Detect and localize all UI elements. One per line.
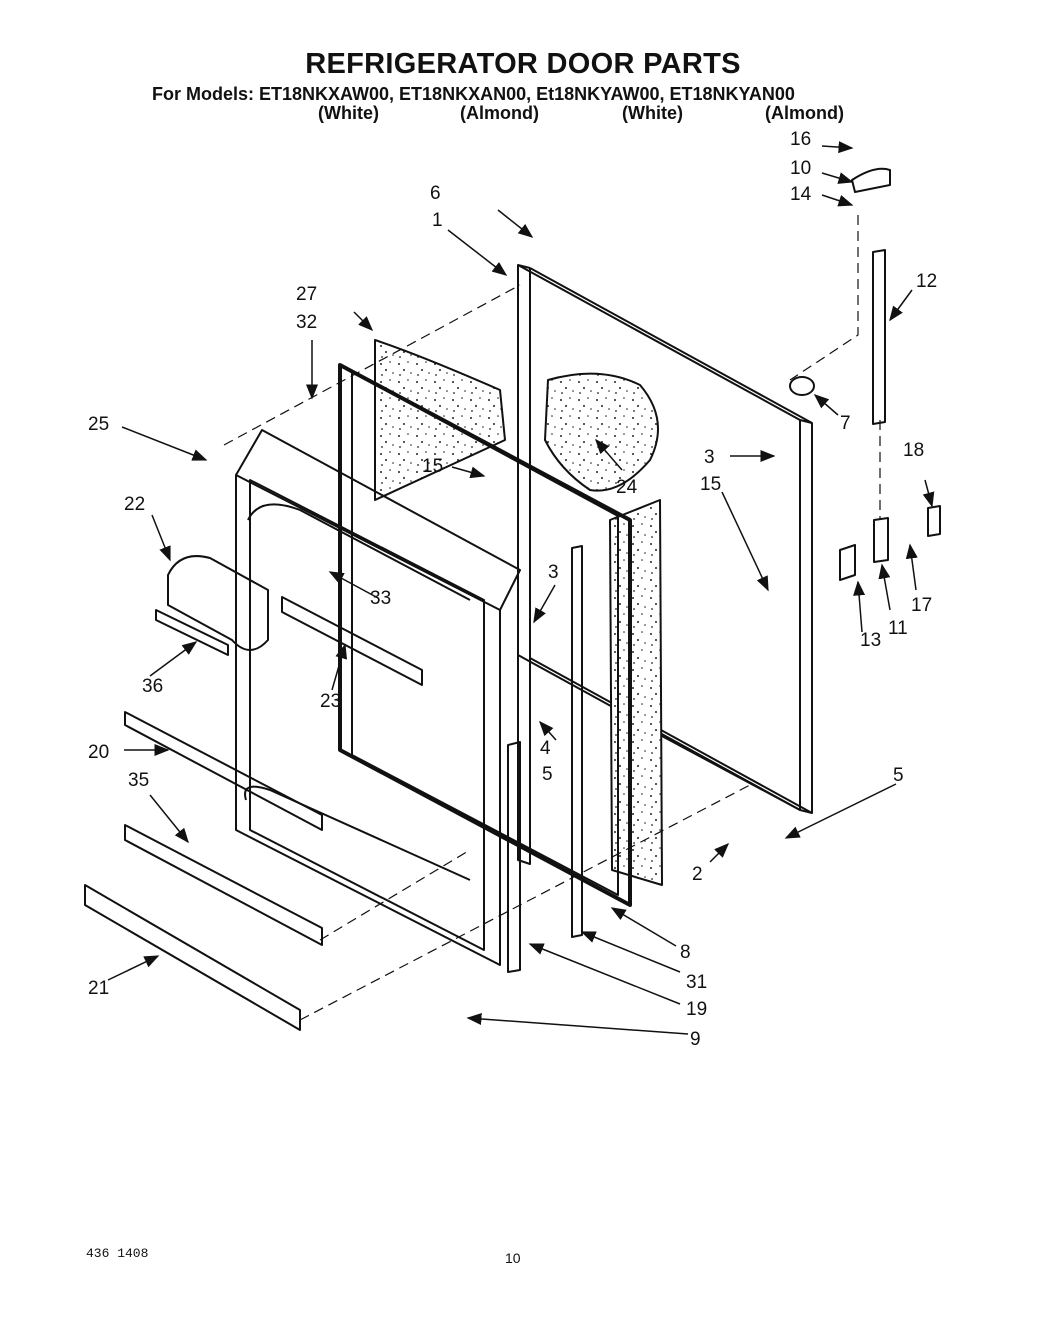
- models-line: For Models: ET18NKXAW00, ET18NKXAN00, Et…: [152, 84, 795, 104]
- callout-14: 14: [790, 184, 812, 205]
- callout-4: 4: [540, 738, 551, 759]
- callout-23: 23: [320, 691, 341, 712]
- document-number: 436 1408: [86, 1246, 149, 1261]
- foam-insulation-side: [609, 499, 663, 886]
- color-tag-almond-2: (Almond): [765, 103, 844, 123]
- callout-21: 21: [88, 978, 109, 999]
- color-tag-white-2: (White): [622, 103, 683, 123]
- callout-12: 12: [916, 271, 937, 292]
- dairy-door: [167, 555, 269, 651]
- callout-2: 2: [692, 864, 703, 885]
- door-frame: [517, 264, 813, 865]
- callout-31: 31: [686, 972, 707, 993]
- callout-24: 24: [616, 477, 638, 498]
- callout-5a: 5: [542, 764, 553, 785]
- callout-3a: 3: [704, 447, 715, 468]
- trim-strip-19: [507, 741, 521, 973]
- shelf-rail-23: [281, 596, 423, 686]
- callout-19: 19: [686, 999, 707, 1020]
- callout-6: 6: [430, 183, 441, 204]
- callout-15b: 15: [700, 474, 721, 495]
- callout-7: 7: [840, 413, 851, 434]
- callout-5b: 5: [893, 765, 904, 786]
- callout-27: 27: [296, 284, 317, 305]
- shelf-rail-36: [155, 609, 229, 656]
- callout-18: 18: [903, 440, 924, 461]
- part-callouts: 16 10 14 6 1 12 27 32 7 25 3 18 15 24 15…: [88, 129, 937, 1050]
- callout-16: 16: [790, 129, 811, 150]
- callout-22: 22: [124, 494, 145, 515]
- shelf-rail-21: [84, 884, 301, 1031]
- callout-15a: 15: [422, 456, 443, 477]
- callout-20: 20: [88, 742, 109, 763]
- callout-25: 25: [88, 414, 109, 435]
- hinge-bracket: [873, 517, 889, 563]
- callout-32: 32: [296, 312, 317, 333]
- callout-3b: 3: [548, 562, 559, 583]
- color-tag-white-1: (White): [318, 103, 379, 123]
- callout-9: 9: [690, 1029, 701, 1050]
- shelf-rail-20: [124, 711, 323, 831]
- door-liner: [235, 429, 521, 966]
- callout-8: 8: [680, 942, 691, 963]
- callout-36: 36: [142, 676, 163, 697]
- callout-11: 11: [888, 618, 908, 639]
- callout-33: 33: [370, 588, 391, 609]
- callout-13: 13: [860, 630, 881, 651]
- color-tag-almond-1: (Almond): [460, 103, 539, 123]
- callout-1: 1: [432, 210, 443, 231]
- callout-35: 35: [128, 770, 149, 791]
- callout-10: 10: [790, 158, 811, 179]
- foam-patch: [544, 372, 659, 492]
- door-gasket: [338, 363, 632, 907]
- door-handle: [872, 249, 886, 425]
- shelf-rail-35: [124, 824, 323, 946]
- page-number: 10: [505, 1250, 521, 1266]
- callout-17: 17: [911, 595, 932, 616]
- page-title: REFRIGERATOR DOOR PARTS: [305, 48, 741, 80]
